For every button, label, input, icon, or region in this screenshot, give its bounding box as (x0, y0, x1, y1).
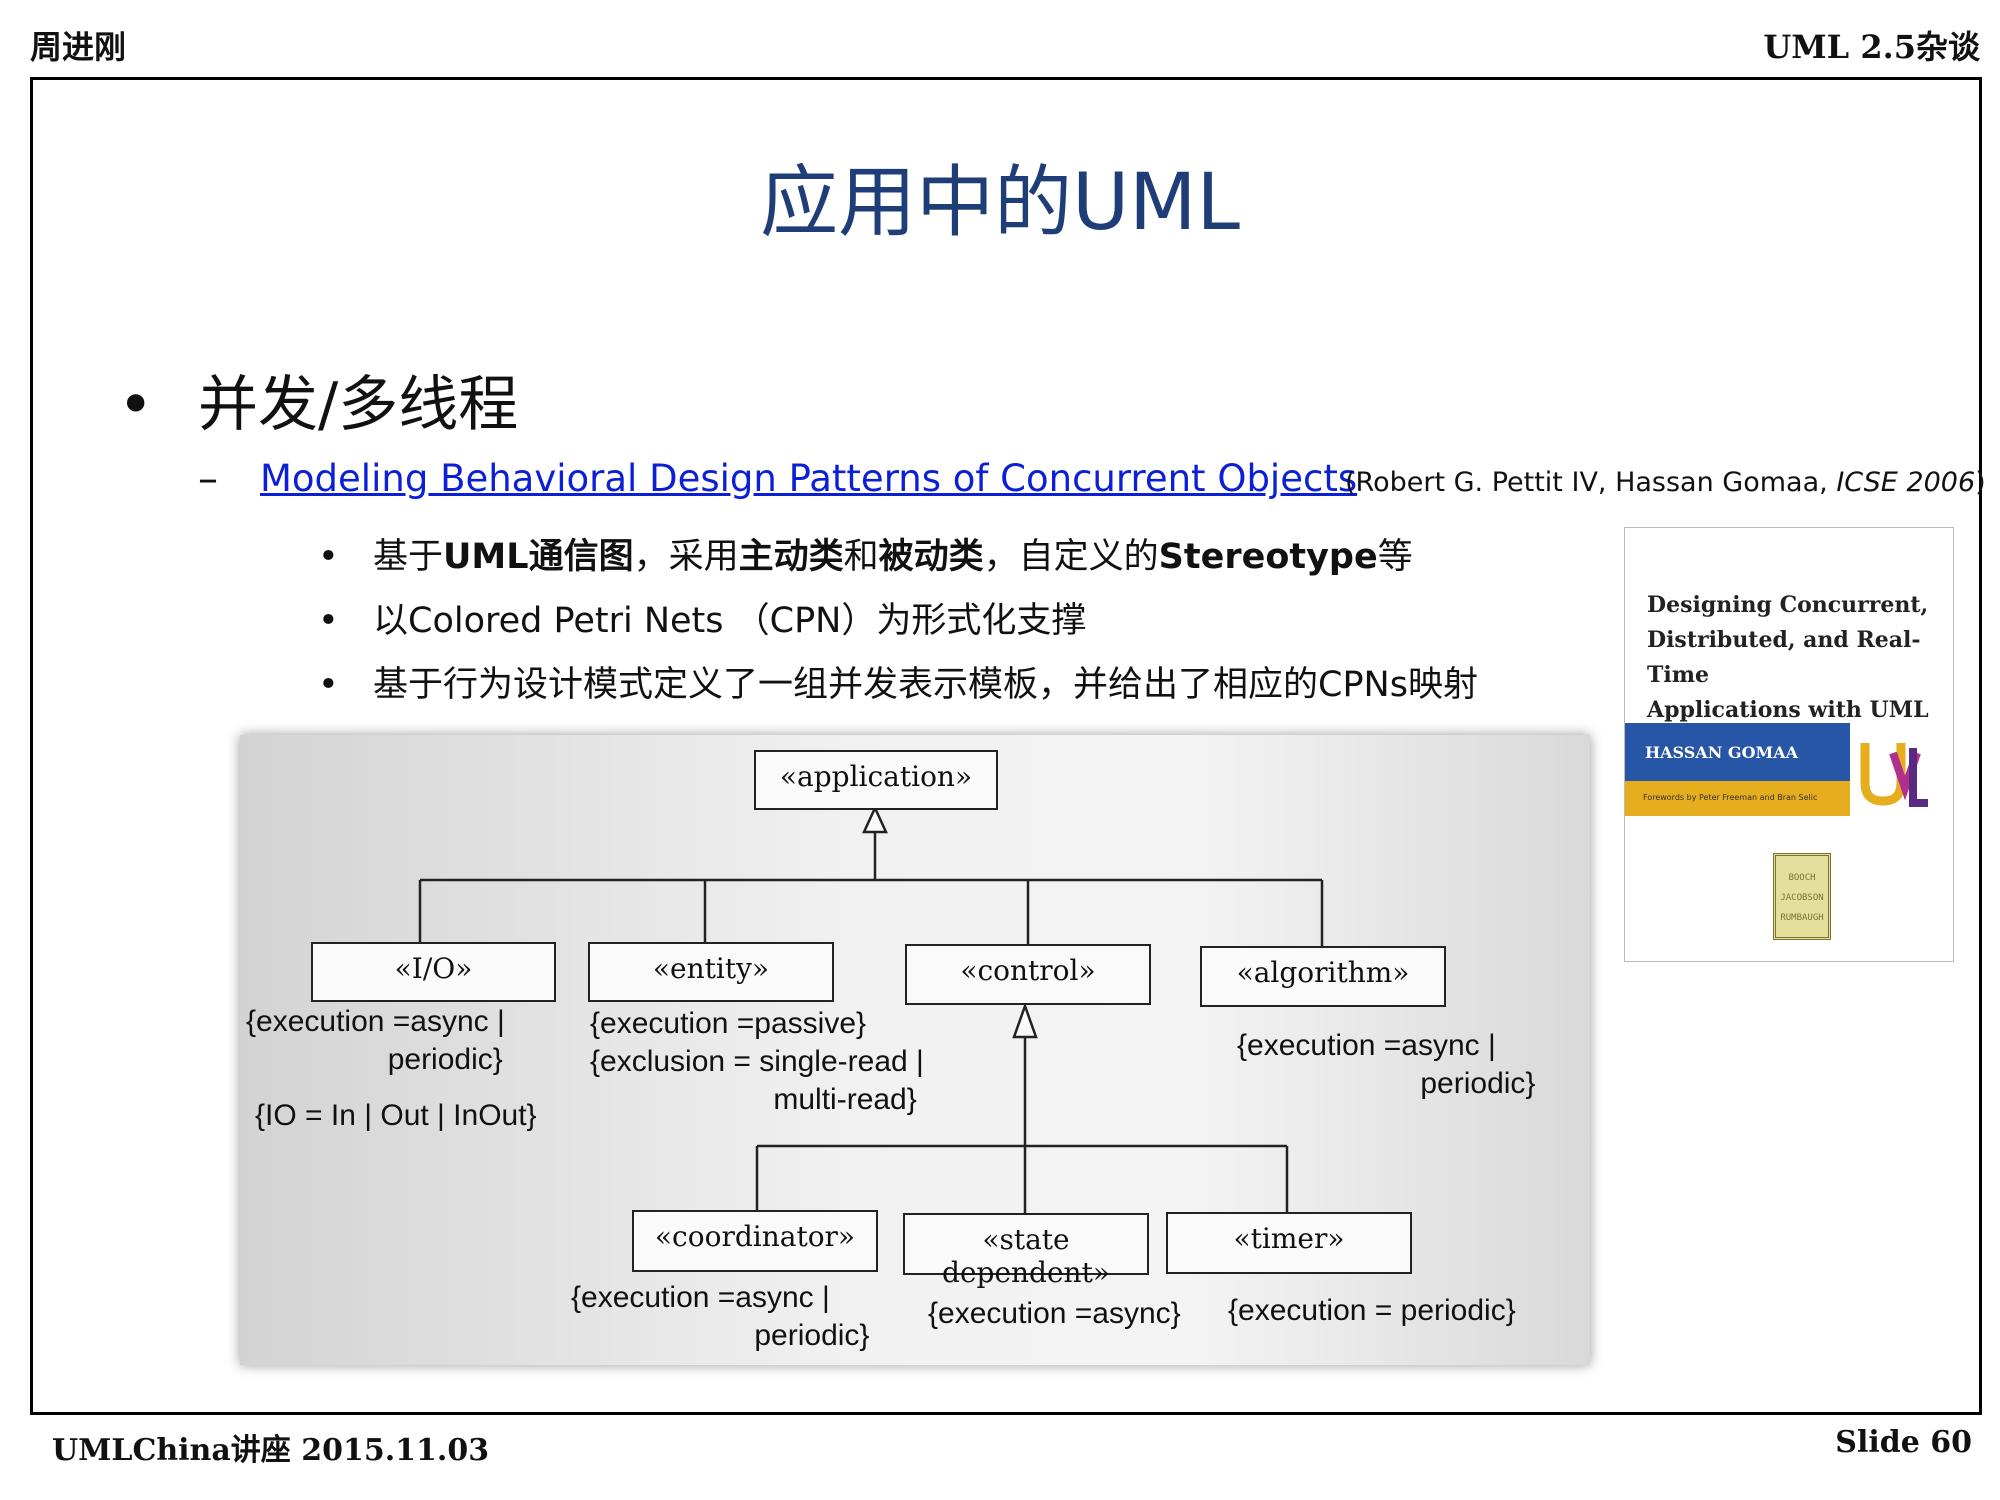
stereotype-hierarchy-diagram: «application» «I/O» «entity» «control» «… (240, 735, 1590, 1365)
paper-citation: (Robert G. Pettit IV, Hassan Gomaa, ICSE… (1345, 467, 1986, 498)
generalization-arrow (1012, 1002, 1038, 1039)
footer-slide-number: Slide 60 (1835, 1425, 1972, 1460)
bullet-concurrency: • 并发/多线程 (118, 356, 518, 443)
sub-bullet-dot: • (318, 537, 339, 577)
citation-venue: ICSE 2006 (1836, 467, 1976, 498)
footer-event-date: UMLChina讲座 2015.11.03 (52, 1433, 490, 1468)
slide-title: 应用中的UML (760, 158, 1240, 248)
generalization-arrow (862, 804, 888, 834)
emphasized-text: 主动类 (738, 537, 844, 577)
emphasized-text: Stereotype (1158, 537, 1378, 577)
book-foreword-band: Forewords by Peter Freeman and Bran Seli… (1625, 781, 1850, 816)
sub-bullet-dot: • (318, 601, 339, 641)
text-segment: ，采用 (633, 537, 739, 577)
box-timer: «timer» (1166, 1212, 1412, 1274)
sub-bullet-text: 以Colored Petri Nets （CPN）为形式化支撑 (373, 601, 1086, 641)
book-series-badge: BOOCH JACOBSON RUMBAUGH (1773, 853, 1831, 940)
citation-authors: (Robert G. Pettit IV, Hassan Gomaa, (1345, 467, 1837, 498)
book-title-line: Applications with UML (1647, 697, 1929, 723)
book-title: Designing Concurrent, Distributed, and R… (1647, 588, 1947, 728)
bullet-text: 并发/多线程 (198, 370, 519, 440)
box-algorithm: «algorithm» (1200, 946, 1446, 1007)
reference-dash: – (198, 456, 218, 502)
box-state-dependent: «state dependent» (903, 1213, 1149, 1289)
text-segment: 以Colored Petri Nets （CPN）为形式化支撑 (373, 601, 1087, 641)
book-cover-image: Designing Concurrent, Distributed, and R… (1624, 527, 1954, 962)
constraint-io-io: {IO = In | Out | InOut} (255, 1099, 537, 1132)
constraint-state-dependent: {execution =async} (928, 1297, 1181, 1330)
book-title-line: Designing Concurrent, (1647, 592, 1929, 618)
sub-bullet-dot: • (318, 665, 339, 705)
uml-logo-icon (1860, 743, 1928, 807)
book-foreword: Forewords by Peter Freeman and Bran Seli… (1643, 793, 1818, 802)
sub-bullet-text: 基于行为设计模式定义了一组并发表示模板，并给出了相应的CPNs映射 (373, 665, 1478, 705)
text-segment: 基于 (373, 537, 444, 577)
book-author: HASSAN GOMAA (1645, 743, 1799, 762)
box-control: «control» (905, 944, 1151, 1005)
box-io: «I/O» (311, 942, 556, 1002)
constraint-algorithm: {execution =async | periodic} (1237, 1029, 1536, 1100)
header-series-title: UML 2.5杂谈 (1763, 28, 1980, 66)
paper-link[interactable]: Modeling Behavioral Design Patterns of C… (260, 457, 1358, 500)
emphasized-text: 被动类 (878, 537, 984, 577)
bullet-dot: • (118, 370, 154, 440)
badge-line: JACOBSON (1780, 893, 1824, 903)
book-author-band: HASSAN GOMAA (1625, 723, 1850, 781)
constraint-coordinator: {execution =async | periodic} (571, 1281, 870, 1352)
citation-close: ) (1975, 467, 1986, 498)
text-segment: 和 (843, 537, 879, 577)
sub-bullet-1: • 基于UML通信图，采用主动类和被动类，自定义的Stereotype等 (318, 528, 1413, 579)
box-application: «application» (754, 750, 998, 810)
constraint-entity: {execution =passive} {exclusion = single… (590, 1007, 924, 1116)
sub-bullet-3: • 基于行为设计模式定义了一组并发表示模板，并给出了相应的CPNs映射 (318, 656, 1478, 707)
book-title-line: Distributed, and Real-Time (1647, 627, 1921, 688)
badge-line: BOOCH (1788, 873, 1816, 883)
text-segment: 基于行为设计模式定义了一组并发表示模板，并给出了相应的CPNs映射 (373, 665, 1478, 705)
constraint-timer: {execution = periodic} (1228, 1294, 1516, 1327)
box-coordinator: «coordinator» (632, 1210, 878, 1272)
sub-bullet-2: • 以Colored Petri Nets （CPN）为形式化支撑 (318, 592, 1086, 643)
header-author: 周进刚 (30, 28, 127, 66)
slide-frame (30, 77, 1982, 1415)
emphasized-text: UML通信图 (443, 537, 634, 577)
text-segment: ，自定义的 (983, 537, 1159, 577)
diagram-connectors (418, 804, 1324, 1213)
badge-line: RUMBAUGH (1780, 913, 1824, 923)
box-entity: «entity» (588, 942, 834, 1002)
sub-bullet-text: 基于UML通信图，采用主动类和被动类，自定义的Stereotype等 (373, 537, 1413, 577)
text-segment: 等 (1377, 537, 1413, 577)
constraint-io-execution: {execution =async | periodic} (246, 1005, 505, 1076)
